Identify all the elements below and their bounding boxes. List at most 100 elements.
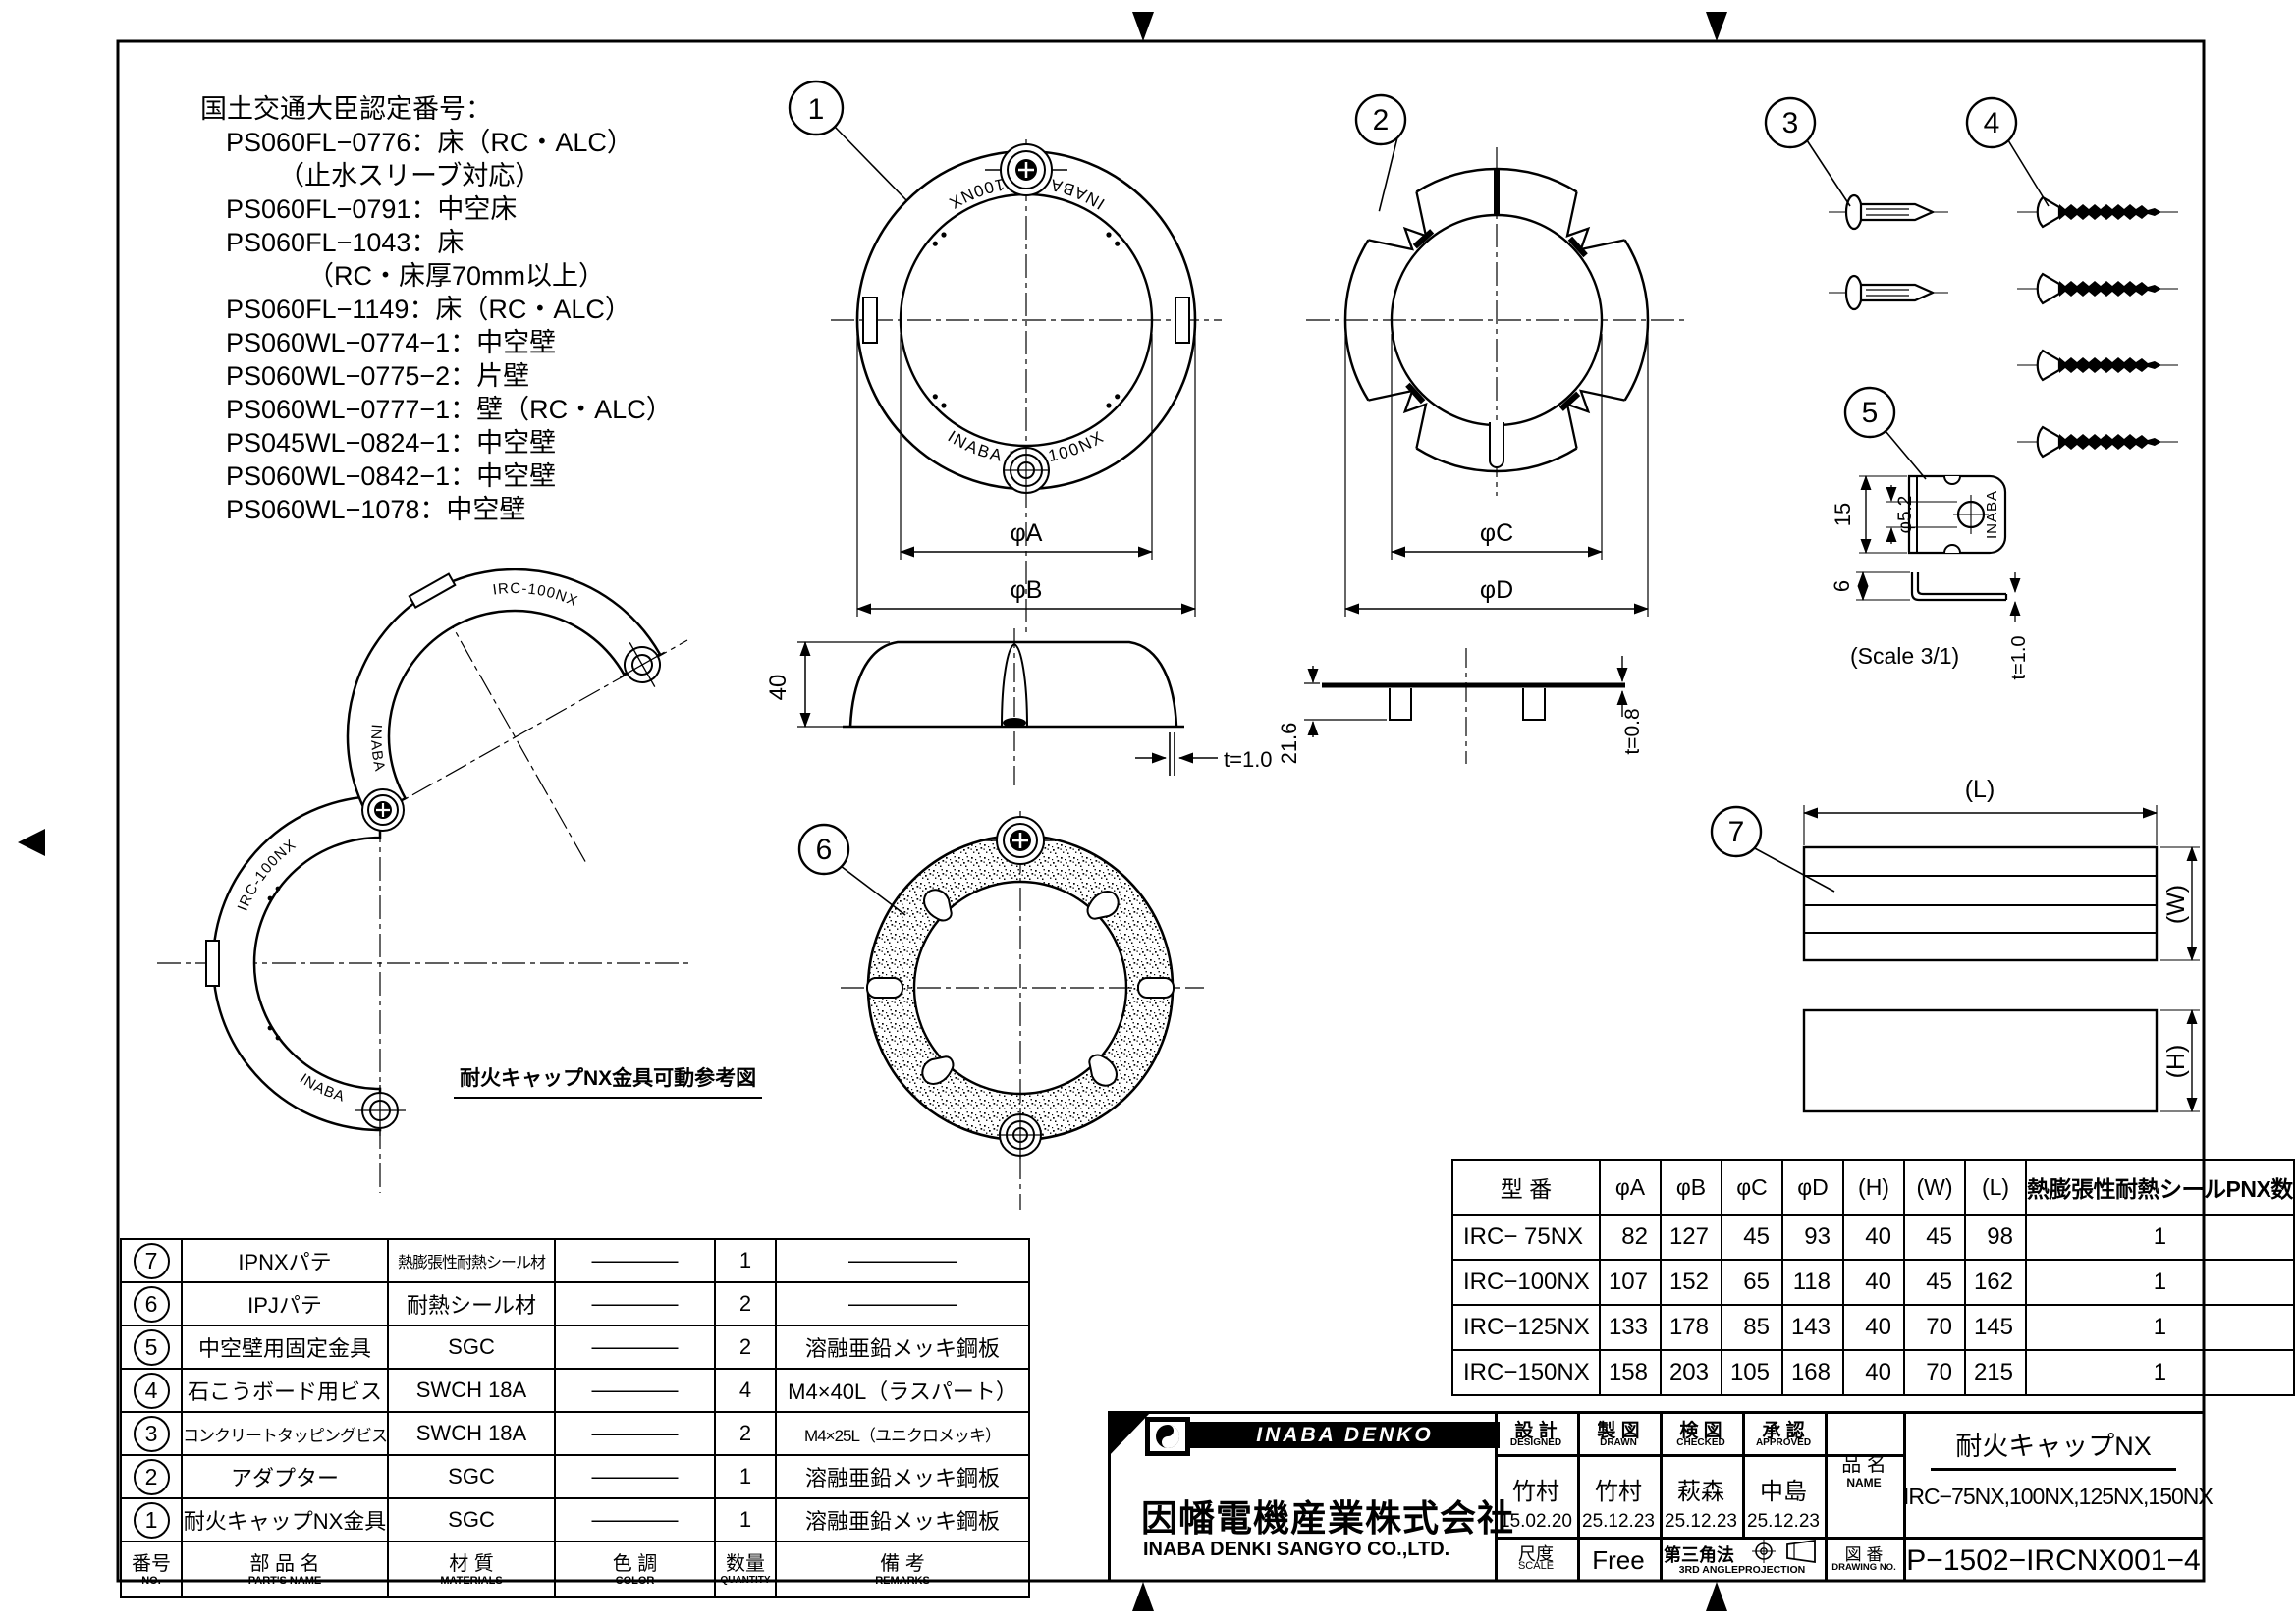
part-qty: 1 <box>714 1454 777 1499</box>
third-angle-symbol-icon <box>1752 1539 1816 1564</box>
part-no: 1 <box>133 1501 170 1539</box>
header-H: (H) <box>1842 1159 1905 1216</box>
hinge-screw-icon <box>361 788 405 832</box>
value: 98 <box>1964 1214 2027 1261</box>
header-phiC: φC <box>1721 1159 1783 1216</box>
header-pnx: 熱膨張性耐熱シールPNX数 <box>2025 1159 2295 1216</box>
approved-label: 承 認 <box>1762 1421 1805 1441</box>
part-color: ———— <box>554 1281 716 1326</box>
balloon-6: 6 <box>816 834 833 866</box>
cert-line: PS060WL−0774−1：中空壁 <box>226 328 557 357</box>
part-color: ———— <box>554 1368 716 1413</box>
header-no: 番号 <box>132 1552 171 1575</box>
model: IRC−100NX <box>1451 1259 1601 1306</box>
value: 178 <box>1660 1304 1722 1351</box>
label-t1.0-bracket: t=1.0 <box>2008 635 2030 679</box>
view-cap-side: 40 t=1.0 <box>765 628 1273 785</box>
drawn-name: 竹村 <box>1595 1479 1642 1505</box>
projection-label: 第三角法 <box>1664 1545 1734 1565</box>
drawn-date: 25.12.23 <box>1582 1511 1655 1532</box>
part-material: 耐熱シール材 <box>387 1281 556 1326</box>
table-row: 2 アダプター SGC ———— 1 溶融亜鉛メッキ鋼板 <box>120 1454 1030 1499</box>
value: 105 <box>1721 1349 1783 1396</box>
label-t0.8: t=0.8 <box>1621 708 1644 754</box>
part-remarks: 溶融亜鉛メッキ鋼板 <box>775 1325 1030 1370</box>
balloon-3: 3 <box>1782 107 1799 139</box>
part-no: 6 <box>133 1285 170 1323</box>
header-remarks-en: REMARKS <box>875 1574 930 1587</box>
label-W: (W) <box>2162 885 2190 924</box>
inaba-denko-logo: INABA DENKO <box>1190 1422 1500 1448</box>
header-phiA: φA <box>1599 1159 1662 1216</box>
value: 215 <box>1964 1349 2027 1396</box>
balloons: 1 2 3 4 5 6 7 <box>788 80 2050 916</box>
designed-date: 15.02.20 <box>1500 1511 1572 1532</box>
label-phiA: φA <box>1011 519 1043 547</box>
cert-line: （止水スリーブ対応） <box>278 161 542 190</box>
dimension-table: 型 番 φA φB φC φD (H) (W) (L) 熱膨張性耐熱シールPNX… <box>1451 1159 2295 1396</box>
cert-line: PS060WL−0842−1：中空壁 <box>226 461 557 491</box>
value: 45 <box>1903 1214 1966 1261</box>
header-no-en: NO. <box>141 1574 161 1587</box>
value: 133 <box>1599 1304 1662 1351</box>
value: 40 <box>1842 1304 1905 1351</box>
svg-text:IRC-100NX: IRC-100NX <box>486 547 585 641</box>
cert-line: PS045WL−0824−1：中空壁 <box>226 428 557 458</box>
label-L: (L) <box>1965 776 1995 803</box>
value: 107 <box>1599 1259 1662 1306</box>
cert-line: PS060FL−0791：中空床 <box>226 194 518 224</box>
part-no: 3 <box>133 1415 170 1452</box>
label-40: 40 <box>765 675 792 701</box>
header-model: 型 番 <box>1451 1159 1601 1216</box>
value: 70 <box>1903 1304 1966 1351</box>
cert-line: （RC・床厚70mm以上） <box>307 261 606 291</box>
value: 1 <box>2025 1259 2295 1306</box>
value: 168 <box>1781 1349 1844 1396</box>
movable-diagram-label: 耐火キャップNX金具可動参考図 <box>454 1062 763 1099</box>
balloon-2: 2 <box>1373 104 1390 136</box>
value: 158 <box>1599 1349 1662 1396</box>
value: 203 <box>1660 1349 1722 1396</box>
part-qty: 1 <box>714 1497 777 1542</box>
part-remarks: 溶融亜鉛メッキ鋼板 <box>775 1454 1030 1499</box>
label-t1.0: t=1.0 <box>1224 747 1273 772</box>
checked-label-en: CHECKED <box>1676 1437 1725 1448</box>
value: 82 <box>1599 1214 1662 1261</box>
product-models: IRC−75NX,100NX,125NX,150NX <box>1903 1484 2214 1509</box>
name-label-en: NAME <box>1846 1476 1882 1489</box>
part-no: 7 <box>133 1242 170 1279</box>
part-qty: 4 <box>714 1368 777 1413</box>
part-material: SGC <box>387 1497 556 1542</box>
balloon-4: 4 <box>1984 107 2000 139</box>
designed-name: 竹村 <box>1512 1479 1559 1505</box>
scale-label: 尺度 <box>1518 1544 1554 1564</box>
header-qty-en: QUANTITY <box>720 1575 771 1586</box>
value: 45 <box>1903 1259 1966 1306</box>
drawn-label-en: DRAWN <box>1600 1437 1637 1448</box>
dim-phiC-phiD <box>1344 334 1649 617</box>
value: 1 <box>2025 1214 2295 1261</box>
view-tapping-screws <box>1827 193 1950 311</box>
part-material: SGC <box>387 1325 556 1370</box>
label-21.6: 21.6 <box>1277 723 1301 765</box>
part-color: ———— <box>554 1497 716 1542</box>
part-remarks: M4×25L（ユニクロメッキ） <box>775 1411 1030 1456</box>
header-remarks: 備 考 <box>880 1552 925 1575</box>
product-title: 耐火キャップNX <box>1955 1432 2152 1461</box>
cert-line: PS060FL−1043：床 <box>226 228 465 257</box>
scale-value: Free <box>1592 1545 1645 1575</box>
title-block: INABA DENKO 因幡電機産業株式会社 INABA DENKI SANGY… <box>1108 1411 2214 1581</box>
label-H: (H) <box>2162 1045 2190 1079</box>
part-material: SGC <box>387 1454 556 1499</box>
designed-label-en: DESIGNED <box>1509 1437 1562 1448</box>
balloon-5: 5 <box>1862 397 1879 429</box>
label-phiB: φB <box>1011 576 1043 604</box>
label-phiC: φC <box>1480 519 1513 547</box>
cert-line: PS060WL−1078：中空壁 <box>226 495 526 524</box>
part-remarks: 溶融亜鉛メッキ鋼板 <box>775 1497 1030 1542</box>
part-qty: 2 <box>714 1281 777 1326</box>
